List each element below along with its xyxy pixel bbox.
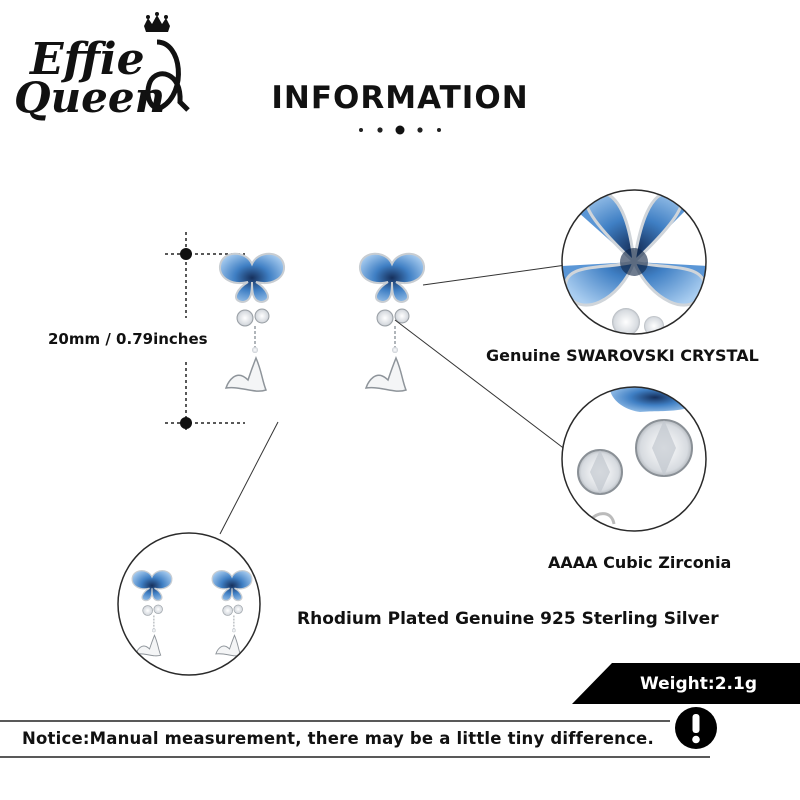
zoom-crystal [561,189,707,335]
page-title: INFORMATION [271,80,529,116]
zoom-silver [117,532,261,676]
brand-line2: Queen [14,73,165,122]
weight-banner [572,663,800,704]
crystal-label: Genuine SWAROVSKI CRYSTAL [486,346,759,365]
weight-label: Weight:2.1g [640,674,757,694]
silver-label: Rhodium Plated Genuine 925 Sterling Silv… [297,609,719,629]
page-dots [359,125,441,135]
earring-left [218,252,286,393]
crown-icon [144,12,170,32]
brand-logo: Effie Queen [14,12,190,122]
zirconia-label: AAAA Cubic Zirconia [548,553,732,572]
earring-right [358,252,426,393]
brand-line1: Effie [28,34,145,85]
dimension-label: 20mm / 0.79inches [48,330,208,348]
zoom-zirconia [561,386,707,532]
notice-text: Notice:Manual measurement, there may be … [22,729,654,748]
exclamation-icon [675,707,717,749]
